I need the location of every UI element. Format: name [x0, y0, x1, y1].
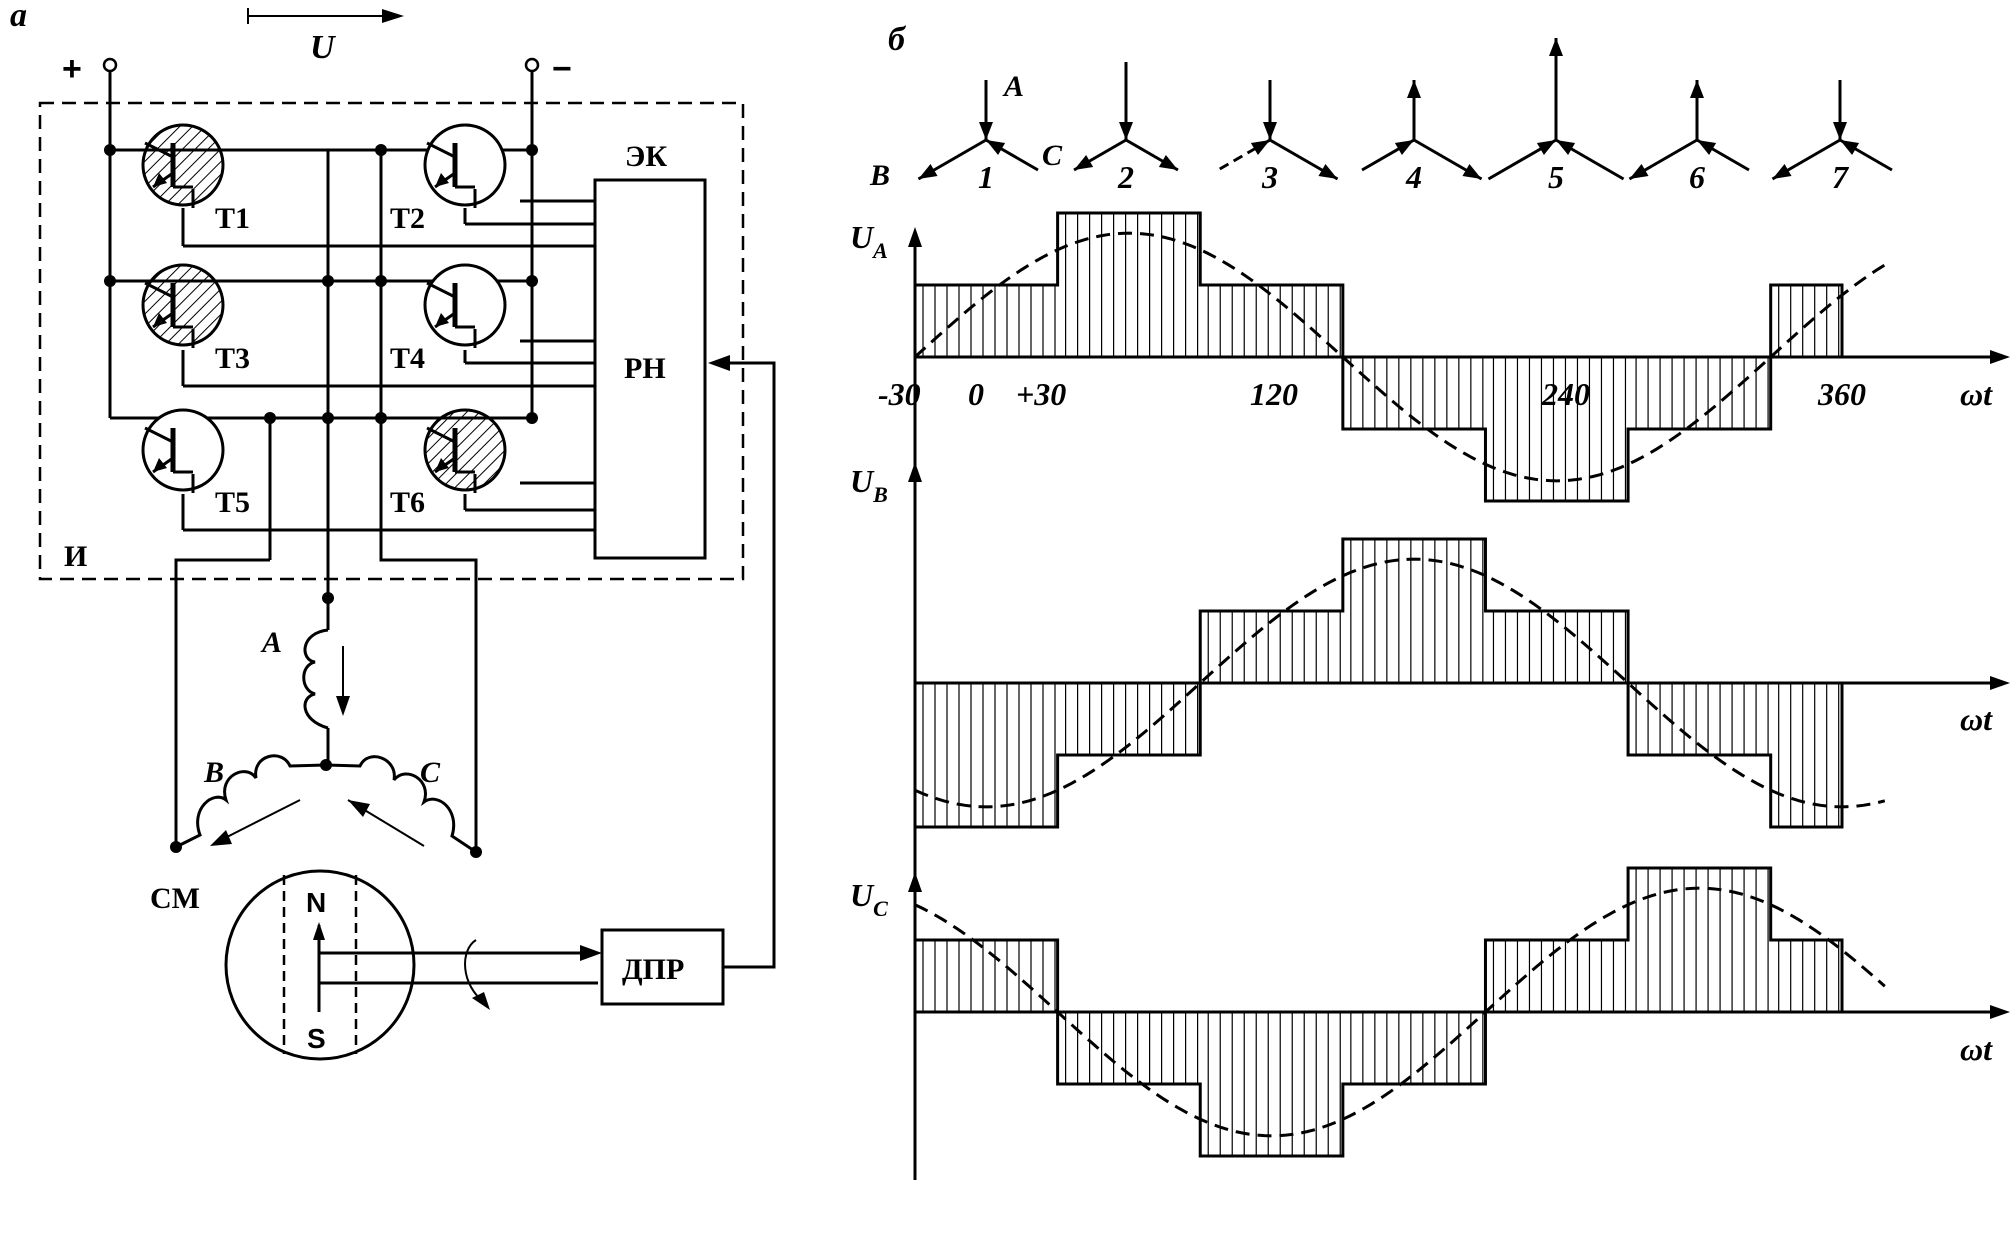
voltage-arrow: U	[247, 8, 404, 66]
voltage-label: U	[310, 29, 337, 66]
regulator-label: РН	[624, 352, 666, 385]
minus-label: −	[552, 50, 572, 88]
minus-terminal	[524, 57, 540, 73]
commutator-label: ЭК	[625, 140, 667, 173]
windings	[175, 628, 477, 854]
x-axis-arrow	[1990, 1005, 2010, 1019]
transistor-t5: T5	[141, 408, 250, 519]
motor-shaft	[319, 939, 602, 1010]
axis-x-label-a: ωt	[1960, 376, 1993, 412]
plus-terminal	[102, 57, 118, 73]
motor-label: СМ	[150, 882, 200, 915]
panel-a-label: а	[10, 0, 27, 34]
tick-label: 240	[1541, 376, 1590, 412]
phasor-state-2	[1073, 62, 1179, 172]
pole-s-label: S	[307, 1023, 326, 1054]
axis-x-label-c: ωt	[1960, 1031, 1993, 1067]
state-label: 4	[1405, 159, 1422, 195]
phase-a-label: A	[260, 626, 282, 659]
x-axis-arrow	[1990, 350, 2010, 364]
plot-uc	[908, 866, 2010, 1180]
motor-stator	[224, 869, 416, 1061]
phasor-state-7	[1771, 80, 1893, 181]
transistor-label: T6	[390, 486, 425, 519]
sensor-block	[600, 928, 725, 1006]
sensor-label: ДПР	[622, 953, 684, 986]
feedback-line	[708, 355, 776, 969]
phase-c-label: C	[420, 756, 441, 789]
fundamental-sinusoid	[914, 886, 1886, 1138]
state-label: 3	[1261, 159, 1278, 195]
commutator-block	[593, 178, 707, 560]
transistor-t6: T6	[390, 408, 507, 519]
y-axis-arrow	[908, 462, 922, 482]
tick-label: 120	[1250, 376, 1298, 412]
pole-n-label: N	[306, 887, 326, 918]
y-axis-arrow	[908, 227, 922, 247]
y-axis-arrow	[908, 872, 922, 892]
plot-ua-label: UA	[850, 219, 888, 263]
phasor-row	[917, 38, 1893, 181]
phasor-state-6	[1628, 80, 1750, 181]
circuit-panel: а U + − И	[10, 0, 776, 1061]
vector-label-b: B	[869, 159, 890, 192]
fundamental-sinusoid	[913, 231, 1886, 483]
tick-label: 0	[968, 376, 984, 412]
plot-ua	[908, 211, 2010, 520]
inverter-label: И	[64, 540, 87, 573]
transistor-t3: T3	[141, 263, 250, 375]
state-label: 1	[978, 159, 994, 195]
winding-b	[175, 754, 327, 849]
x-axis-arrow	[1990, 676, 2010, 690]
transistor-t4: T4	[390, 263, 507, 375]
plot-ub	[908, 462, 2010, 1000]
state-label: 6	[1689, 159, 1705, 195]
phase-b-label: B	[203, 756, 224, 789]
fundamental-sinusoid	[914, 557, 1886, 809]
phasor-state-5	[1487, 38, 1625, 181]
transistor-label: T4	[390, 342, 425, 375]
winding-c	[325, 755, 477, 854]
transistor-label: T3	[215, 342, 250, 375]
tick-label: 360	[1817, 376, 1866, 412]
tick-label: +30	[1016, 376, 1066, 412]
inverter-enclosure	[38, 101, 745, 581]
transistor-t2: T2	[390, 123, 507, 235]
plus-label: +	[62, 50, 82, 88]
transistor-label: T2	[390, 202, 425, 235]
state-label: 2	[1117, 159, 1134, 195]
transistor-label: T5	[215, 486, 250, 519]
phasor-state-4	[1361, 80, 1483, 181]
phasor-state-1	[917, 80, 1039, 181]
transistor-label: T1	[215, 202, 250, 235]
winding-arrows	[210, 646, 425, 847]
phasor-state-3	[1217, 80, 1339, 181]
axis-x-label-b: ωt	[1960, 701, 1993, 737]
plot-ub-label: UB	[850, 463, 888, 507]
winding-a	[302, 628, 329, 730]
panel-b-label: б	[888, 21, 907, 58]
state-label: 7	[1832, 159, 1850, 195]
state-label: 5	[1548, 159, 1564, 195]
vector-label-a: A	[1002, 70, 1024, 103]
plot-uc-label: UC	[850, 877, 888, 921]
vector-label-c: C	[1042, 139, 1063, 172]
transistor-t1: T1	[141, 123, 250, 235]
phase-a-node	[322, 592, 334, 604]
junction-dots	[104, 144, 538, 424]
tick-label: -30	[878, 376, 921, 412]
motor-rotor: N S	[282, 875, 358, 1054]
